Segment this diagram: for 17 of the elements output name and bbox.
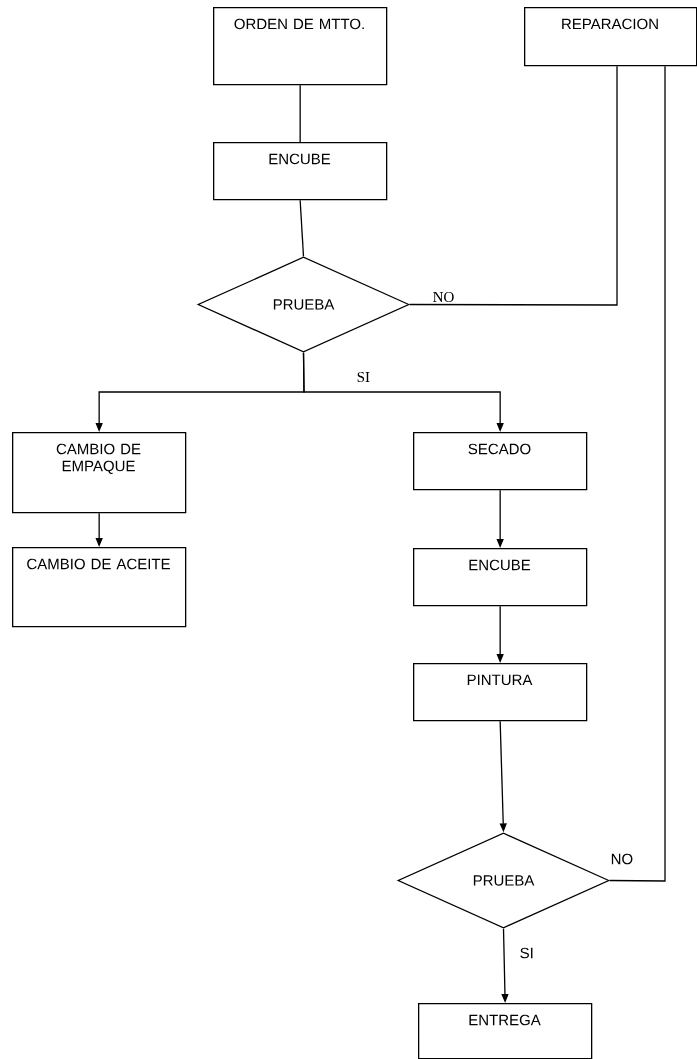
edge-label: NO (609, 852, 635, 866)
process-box: SECADO (413, 432, 588, 491)
connector (609, 65, 666, 882)
edge-label: NO (431, 290, 456, 304)
process-box: ENCUBE (413, 548, 588, 607)
process-box: ENTREGA (418, 1003, 593, 1059)
process-box: CAMBIO DE EMPAQUE (12, 432, 187, 514)
connector (409, 65, 618, 306)
process-box: PINTURA (413, 663, 588, 722)
process-box: CAMBIO DE ACEITE (12, 547, 187, 628)
connector (299, 199, 305, 257)
process-box: ENCUBE (213, 142, 388, 201)
edge-label: SI (518, 946, 535, 960)
process-box: ORDEN DE MTTO. (213, 7, 388, 86)
process-box: REPARACION (524, 7, 697, 67)
connector (299, 84, 301, 143)
edge-label: SI (355, 370, 371, 384)
